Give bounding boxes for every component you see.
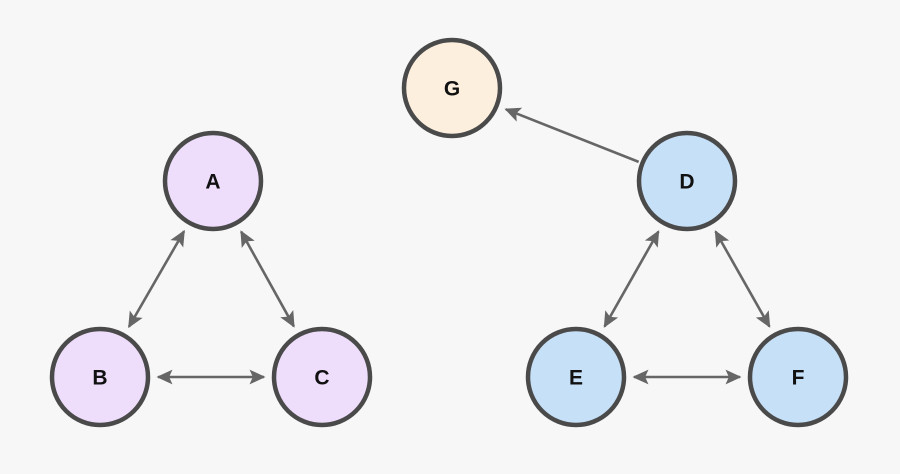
- node-label-b: B: [92, 367, 107, 390]
- graph-node-g[interactable]: G: [401, 37, 503, 139]
- node-shape-e[interactable]: [525, 326, 627, 428]
- node-shape-b[interactable]: [49, 326, 151, 428]
- node-label-g: G: [444, 78, 460, 101]
- graph-edge-d-g: [504, 107, 640, 164]
- graph-node-f[interactable]: F: [747, 326, 849, 428]
- node-label-c: C: [314, 367, 329, 390]
- node-label-d: D: [679, 171, 694, 194]
- graph-node-a[interactable]: A: [162, 130, 264, 232]
- graph-edge-a-c: [240, 230, 295, 328]
- node-layer: A B C D E F G: [49, 37, 849, 428]
- graph-node-e[interactable]: E: [525, 326, 627, 428]
- graph-edge-d-f: [714, 230, 771, 328]
- node-label-f: F: [792, 367, 805, 390]
- node-label-e: E: [569, 367, 583, 390]
- node-shape-f[interactable]: [747, 326, 849, 428]
- node-shape-c[interactable]: [271, 326, 373, 428]
- graph-node-c[interactable]: C: [271, 326, 373, 428]
- node-shape-a[interactable]: [162, 130, 264, 232]
- node-shape-d[interactable]: [636, 130, 738, 232]
- graph-edge-a-b: [127, 229, 186, 329]
- graph-edge-d-e: [603, 230, 660, 328]
- node-label-a: A: [205, 171, 220, 194]
- node-shape-g[interactable]: [401, 37, 503, 139]
- edge-layer: [127, 107, 771, 385]
- graph-node-b[interactable]: B: [49, 326, 151, 428]
- graph-node-d[interactable]: D: [636, 130, 738, 232]
